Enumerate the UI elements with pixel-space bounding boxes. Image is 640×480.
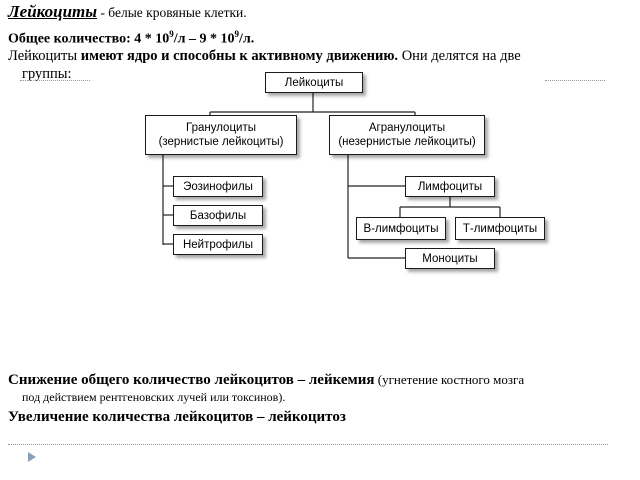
node-agranulocytes-line2: (незернистые лейкоциты) (338, 136, 476, 148)
page-title: Лейкоциты (8, 2, 98, 21)
node-basophils: Базофилы (173, 205, 263, 226)
node-neutrophils-label: Нейтрофилы (182, 238, 254, 251)
count-tail: /л. (239, 31, 255, 47)
node-lymphocytes-label: Лимфоциты (417, 180, 483, 193)
intro-rest: Они делятся на две (398, 48, 521, 64)
decrease-note: (угнетение костного мозга (374, 372, 525, 387)
node-basophils-label: Базофилы (189, 209, 247, 222)
node-agranulocytes: Агранулоциты (незернистые лейкоциты) (329, 115, 485, 155)
increase-statement: Увеличение количества лейкоцитов – лейко… (8, 409, 346, 425)
node-monocytes-label: Моноциты (422, 252, 478, 265)
decrease-line: Снижение общего количество лейкоцитов – … (8, 372, 524, 389)
intro-line-2: группы: (22, 66, 72, 82)
dotted-rule-left (20, 80, 90, 81)
title-description: - белые кровяные клетки. (97, 5, 247, 20)
node-neutrophils: Нейтрофилы (173, 234, 263, 255)
node-lymphocytes: Лимфоциты (405, 176, 495, 197)
node-b-lymphocytes-label: В-лимфоциты (363, 222, 439, 235)
heading-line: Лейкоциты - белые кровяные клетки. (8, 2, 247, 22)
dotted-rule-right (545, 80, 605, 81)
count-mid: /л – 9 * 10 (173, 31, 235, 47)
node-eosinophils: Эозинофилы (173, 176, 263, 197)
node-leukocytes-label: Лейкоциты (284, 76, 344, 89)
count-exponent-2: 9 (234, 29, 240, 39)
node-b-lymphocytes: В-лимфоциты (356, 217, 446, 240)
decrease-statement: Снижение общего количество лейкоцитов – … (8, 372, 375, 388)
decrease-note-line-2: под действием рентгеновских лучей или то… (22, 390, 286, 404)
intro-line: Лейкоциты имеют ядро и способны к активн… (8, 48, 521, 65)
node-granulocytes-line2: (зернистые лейкоциты) (158, 136, 284, 148)
dotted-rule-bottom (8, 444, 608, 445)
node-eosinophils-label: Эозинофилы (183, 180, 253, 193)
node-t-lymphocytes: Т-лимфоциты (455, 217, 545, 240)
intro-bold: имеют ядро и способны к активному движен… (77, 48, 399, 64)
count-label: Общее количество: 4 * 10 (8, 31, 170, 47)
node-t-lymphocytes-label: Т-лимфоциты (462, 222, 538, 235)
node-leukocytes: Лейкоциты (265, 72, 363, 93)
node-monocytes: Моноциты (405, 248, 495, 269)
node-granulocytes-line1: Гранулоциты (186, 122, 256, 134)
arrow-bullet-icon (28, 452, 36, 462)
node-granulocytes: Гранулоциты (зернистые лейкоциты) (145, 115, 297, 155)
count-exponent-1: 9 (169, 29, 174, 39)
count-line: Общее количество: 4 * 109/л – 9 * 109/л. (8, 29, 254, 48)
node-agranulocytes-line1: Агранулоциты (368, 122, 446, 134)
intro-subject: Лейкоциты (8, 48, 78, 64)
